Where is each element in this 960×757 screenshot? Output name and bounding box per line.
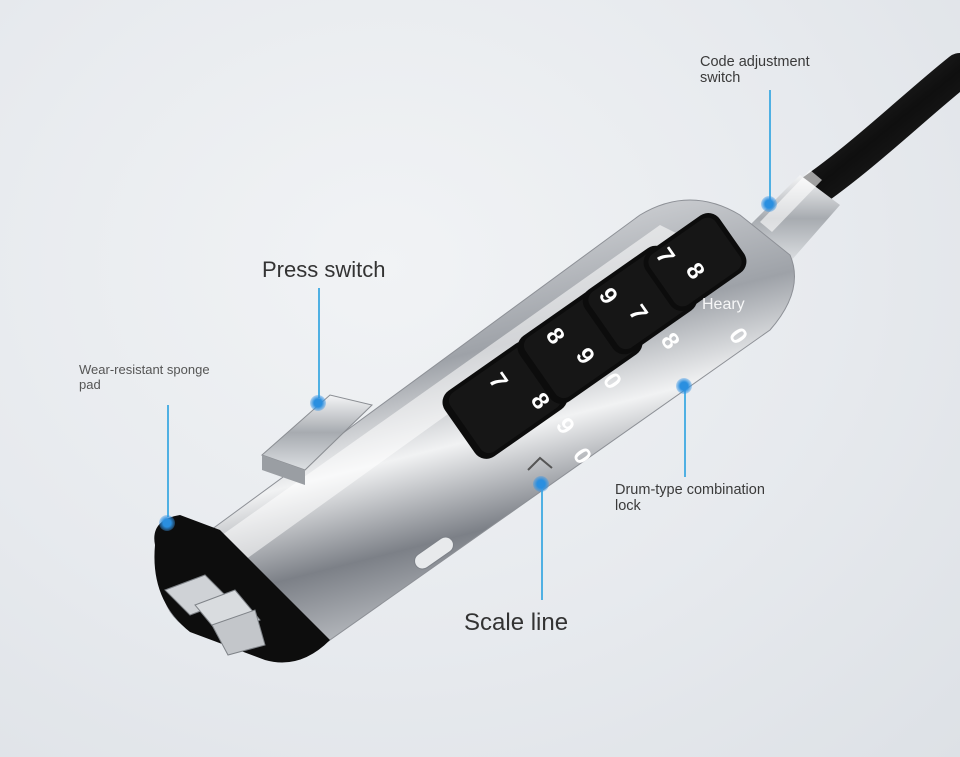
steel-cable <box>783 53 960 217</box>
scale-mark <box>527 456 553 471</box>
dot-sponge-pad <box>159 515 175 531</box>
label-press-switch: Press switch <box>262 257 386 282</box>
combination-dials: 7 8 9 0 8 9 0 9 7 8 7 8 0 <box>442 213 753 471</box>
label-scale-line: Scale line <box>464 609 569 636</box>
side-slot <box>414 536 454 570</box>
pointer-drum-lock <box>684 385 686 477</box>
sponge-pad <box>154 515 330 663</box>
dot-scale-line <box>533 476 549 492</box>
pointer-sponge-pad <box>167 405 169 517</box>
label-drum-lock: Drum-type combination lock <box>615 482 765 515</box>
label-sponge-pad: Wear-resistant sponge pad <box>79 362 210 392</box>
pointer-press-switch <box>318 288 320 398</box>
connector-blades <box>164 574 266 656</box>
label-code-adjustment: Code adjustment switch <box>700 54 810 87</box>
dial-4 <box>643 213 747 311</box>
brand-engraving: Heary <box>702 296 745 313</box>
press-switch-block <box>261 394 374 485</box>
dot-drum-lock <box>676 378 692 394</box>
dot-code-adjustment <box>761 196 777 212</box>
pointer-code-adjustment <box>769 90 771 202</box>
pointer-scale-line <box>541 485 543 600</box>
dot-press-switch <box>310 395 326 411</box>
